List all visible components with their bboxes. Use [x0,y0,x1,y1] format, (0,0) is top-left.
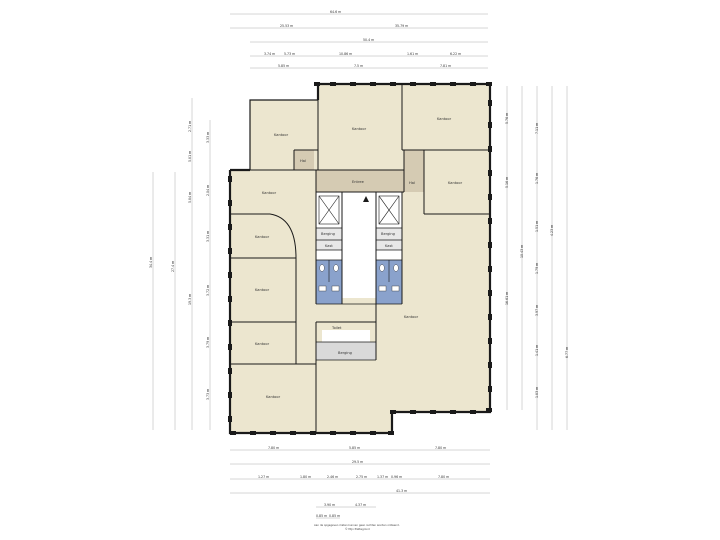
dim-left-4d: 3.72 m [206,285,210,296]
dim-left-4a: 3.33 m [206,132,210,143]
room-label-hal-1: Hal [300,159,306,163]
dim-left-3c: 5.84 m [188,192,192,203]
dim-bot-1a: 7.80 m [268,446,279,450]
dim-bot-6b: 0.85 m [329,514,340,518]
room-label-kantoor-9: Kantoor [266,395,281,399]
elevator-right-icon [378,195,400,225]
dim-bot-2: 29.5 m [352,460,363,464]
room-label-kantoor-4: Kantoor [448,181,463,185]
room-label-kantoor-1: Kantoor [274,133,289,137]
dim-left-2: 27.4 m [171,261,175,272]
dim-right-3d: 1.79 m [535,263,539,274]
dim-left-3b: 5.81 m [188,151,192,162]
dim-left-4c: 3.31 m [206,231,210,242]
dim-right-2c: 10.43 m [520,245,524,258]
dim-right-5: 4.23 m [550,225,554,236]
dim-bot-3c: 2.46 m [327,475,338,479]
dim-left-3d: 19.3 m [188,294,192,305]
room-label-kantoor-3: Kantoor [437,117,452,121]
dim-right-1: 16.61 m [505,292,509,305]
room-label-kast-1: Kast [325,244,333,248]
dim-left-4b: 2.04 m [206,185,210,196]
top-dimensions [230,13,488,69]
room-label-kantoor-10: Kantoor [404,315,419,319]
toilet-fixtures-right [378,264,400,292]
room-label-kast-2: Kast [385,244,393,248]
room-label-berging-2: Berging [381,232,395,236]
dim-left-4e: 3.79 m [206,337,210,348]
dim-right-3a: 7.11 m [535,123,539,134]
dim-top-4b: 5.73 m [284,52,295,56]
dim-bot-1c: 7.80 m [435,446,446,450]
dim-top-5b: 7.5 m [354,64,363,68]
toilet-fixtures-left [318,264,340,292]
walls [228,82,492,435]
dim-top-2b: 35.79 m [395,24,408,28]
dim-bot-3a: 1.27 m [258,475,269,479]
dim-right-2b: 5.16 m [505,177,509,188]
right-dimensions [506,86,568,430]
room-label-toilet: Toilet [331,326,342,330]
bottom-dimensions [230,449,490,519]
dim-right-2a: 5.76 m [505,113,509,124]
dim-right-4: 6.77 m [565,347,569,358]
room-label-kantoor-2: Kantoor [352,127,367,131]
room-label-kantoor-8: Kantoor [255,342,270,346]
dim-bot-3d: 2.75 m [356,475,367,479]
dim-right-3g: 1.83 m [535,387,539,398]
disclaimer-text: Aan de opgegeven maten kunnen geen recht… [314,523,400,527]
north-arrow-icon [363,196,369,202]
left-dimensions [152,98,211,430]
dim-top-1: 64.6 m [330,10,341,14]
dim-top-5a: 5.85 m [278,64,289,68]
dim-top-4e: 6.22 m [450,52,461,56]
copyright-text: © Mijn Plattegrond [345,527,370,531]
dim-bot-3b: 1.80 m [300,475,311,479]
dim-right-3f: 1.41 m [535,345,539,356]
room-label-hal-2: Hal [409,181,415,185]
window-markers [228,82,492,435]
dim-top-4c: 10.86 m [339,52,352,56]
dim-bot-4: 41.3 m [396,489,407,493]
dim-bot-1b: 5.85 m [349,446,360,450]
dim-bot-3f: 0.96 m [391,475,402,479]
dim-bot-5a: 3.90 m [324,503,335,507]
dim-bot-3g: 7.80 m [438,475,449,479]
elevator-left-icon [318,195,340,225]
dim-left-4f: 3.73 m [206,389,210,400]
dim-bot-5b: 4.37 m [355,503,366,507]
dim-top-4a: 3.74 m [264,52,275,56]
dim-right-3e: 3.97 m [535,305,539,316]
dim-left-3a: 2.71 m [188,121,192,132]
dim-right-3b: 1.76 m [535,173,539,184]
dim-top-2a: 25.53 m [280,24,293,28]
room-label-kantoor-6: Kantoor [255,235,270,239]
dim-top-4d: 1.61 m [407,52,418,56]
room-label-berging-3: Berging [338,351,352,355]
room-label-kantoor-7: Kantoor [255,288,270,292]
room-label-entree: Entree [352,180,365,184]
room-label-berging-1: Berging [321,232,335,236]
dim-bot-6a: 0.85 m [316,514,327,518]
dim-right-3c: 1.51 m [535,221,539,232]
dim-top-3: 50.4 m [363,38,374,42]
room-label-kantoor-5: Kantoor [262,191,277,195]
dim-top-5c: 7.81 m [440,64,451,68]
dim-left-1: 34.4 m [149,257,153,268]
dim-bot-3e: 1.37 m [377,475,388,479]
